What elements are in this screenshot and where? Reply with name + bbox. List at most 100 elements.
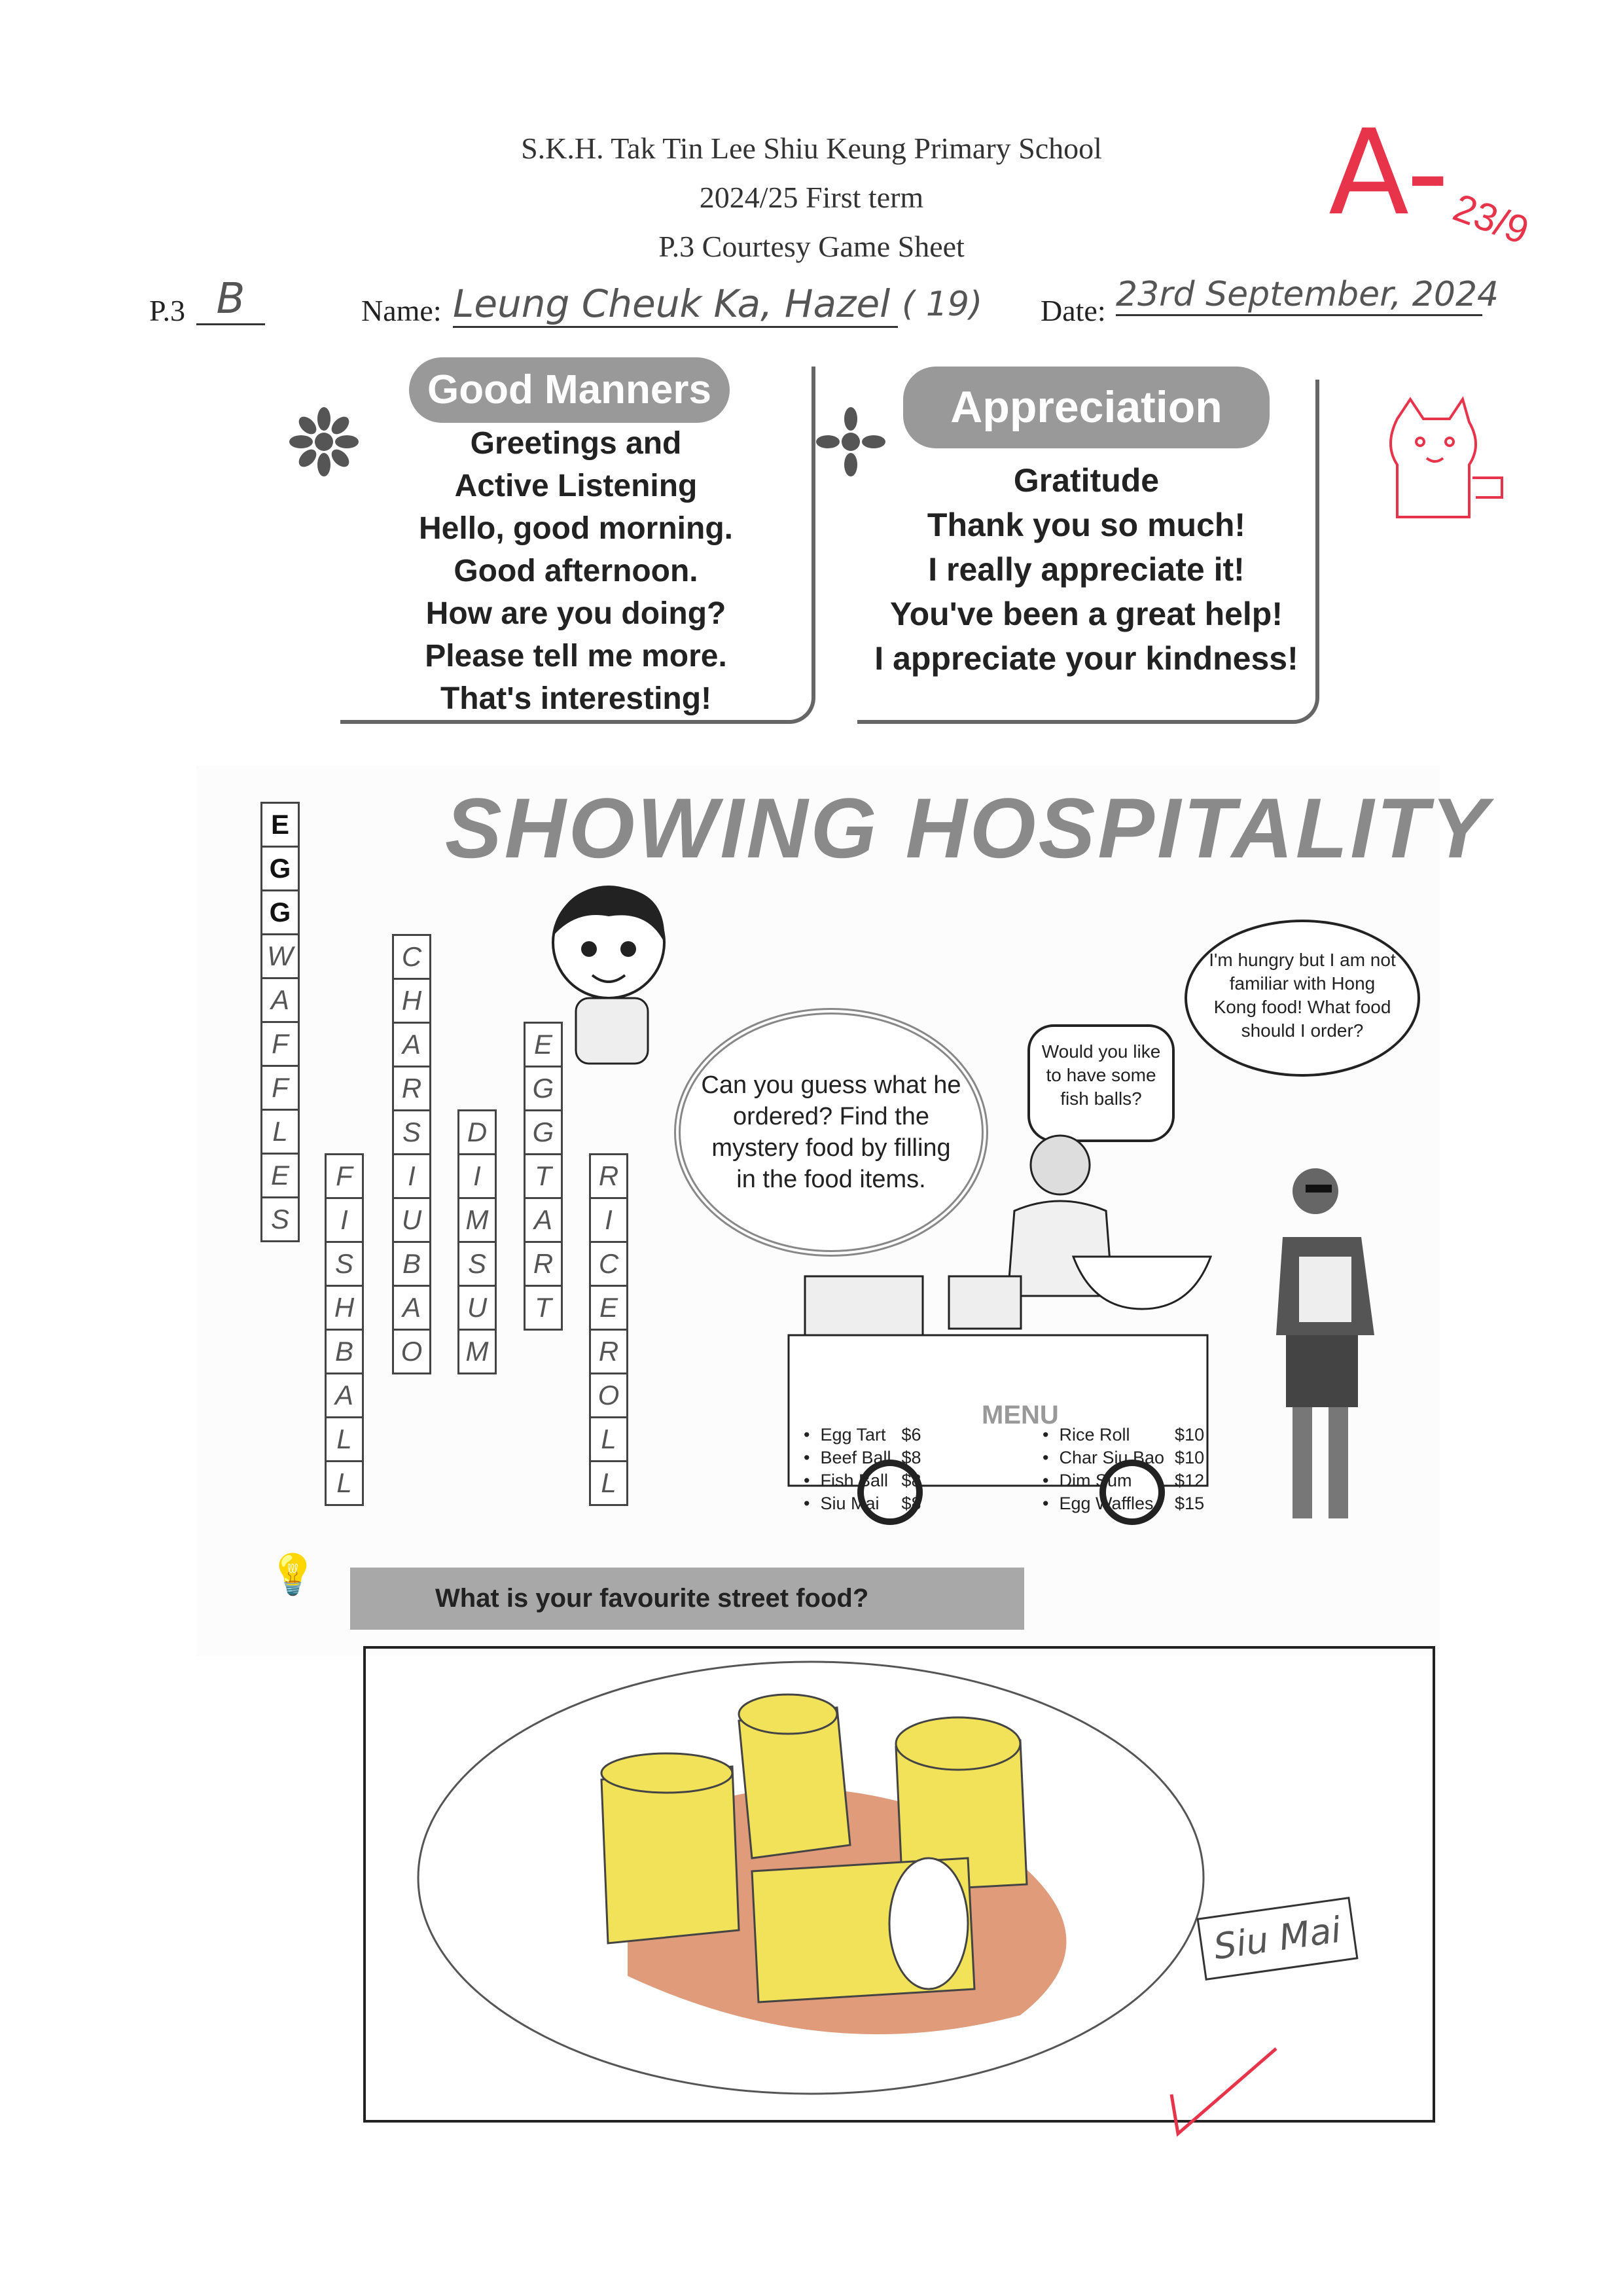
menu-item: Fish Ball — [820, 1471, 888, 1490]
vendor-speech-bubble: Would you like to have some fish balls? — [1027, 1024, 1175, 1142]
menu-item: Rice Roll — [1059, 1425, 1130, 1444]
menu-item: Char Siu Bao — [1059, 1448, 1165, 1467]
line: Greetings and — [470, 426, 682, 461]
tourist-illustration — [1276, 1168, 1374, 1518]
appreciation-card: Appreciation Gratitude Thank you so much… — [857, 367, 1319, 724]
menu-price: $8 — [901, 1448, 921, 1467]
line: Hello, good morning. — [419, 511, 733, 546]
prompt-bubble: Can you guess what he ordered? Find the … — [674, 1008, 988, 1257]
menu-row: •Dim Sum$12 — [1037, 1469, 1209, 1492]
lightbulb-icon: 💡 — [268, 1552, 317, 1596]
crossword-cell[interactable]: R — [524, 1241, 563, 1287]
crossword-cell[interactable]: I — [325, 1197, 364, 1243]
crossword-cell[interactable]: I — [457, 1153, 497, 1199]
crossword-cell[interactable]: G — [260, 846, 300, 891]
crossword-cell[interactable]: S — [392, 1109, 431, 1155]
line: Thank you so much! — [927, 507, 1246, 543]
crossword-cell[interactable]: C — [392, 934, 431, 980]
crossword-cell[interactable]: R — [392, 1066, 431, 1111]
crossword-cell[interactable]: E — [260, 802, 300, 848]
crossword-cell[interactable]: L — [260, 1109, 300, 1155]
crossword-cell[interactable]: E — [260, 1153, 300, 1198]
menu-price: $12 — [1175, 1471, 1205, 1490]
crossword-cell[interactable]: T — [524, 1285, 563, 1331]
good-manners-card: Good Manners Greetings and Active Listen… — [340, 357, 815, 724]
crossword-cell[interactable]: R — [589, 1329, 628, 1374]
class-field[interactable]: B — [196, 275, 265, 325]
crossword-cell[interactable]: A — [260, 977, 300, 1023]
sheet-title: P.3 Courtesy Game Sheet — [658, 230, 965, 263]
crossword-cell[interactable]: U — [457, 1285, 497, 1331]
crossword-cell[interactable]: F — [260, 1021, 300, 1067]
crossword-cell[interactable]: E — [524, 1022, 563, 1067]
drawing-box[interactable]: Siu Mai — [363, 1646, 1435, 2123]
crossword-cell[interactable]: G — [524, 1109, 563, 1155]
line: That's interesting! — [440, 681, 712, 716]
flower-icon — [816, 407, 885, 476]
cat-stamp-icon — [1389, 396, 1503, 518]
siu-mai-drawing — [417, 1660, 1205, 2095]
crossword-cell[interactable]: B — [392, 1241, 431, 1287]
flower-icon — [289, 407, 359, 476]
section-title: SHOWING HOSPITALITY — [445, 780, 1491, 876]
boy-illustration — [552, 886, 666, 1065]
crossword-cell[interactable]: T — [524, 1153, 563, 1199]
crossword-cell[interactable]: A — [392, 1022, 431, 1067]
crossword-cell[interactable]: B — [325, 1329, 364, 1374]
date-field[interactable]: 23rd September, 2024 — [1116, 275, 1499, 316]
menu-left: •Egg Tart$6 •Beef Ball$8 •Fish Ball$8 •S… — [798, 1424, 927, 1515]
line: You've been a great help! — [890, 596, 1283, 632]
crossword-cell[interactable]: A — [325, 1372, 364, 1418]
line: I appreciate your kindness! — [874, 640, 1298, 677]
line: I really appreciate it! — [928, 551, 1245, 588]
school-name: S.K.H. Tak Tin Lee Shiu Keung Primary Sc… — [521, 132, 1102, 165]
crossword-cell[interactable]: E — [589, 1285, 628, 1331]
name-field[interactable]: Leung Cheuk Ka, Hazel — [453, 281, 898, 328]
crossword-cell[interactable]: S — [457, 1241, 497, 1287]
date-label: Date: — [1041, 294, 1106, 327]
menu-item: Siu Mai — [820, 1494, 880, 1513]
crossword-cell[interactable]: R — [589, 1153, 628, 1199]
crossword-cell[interactable]: M — [457, 1329, 497, 1374]
class-number: ( 19) — [902, 285, 983, 324]
crossword-cell[interactable]: I — [392, 1153, 431, 1199]
crossword-cell[interactable]: W — [260, 933, 300, 979]
menu-price: $10 — [1175, 1425, 1205, 1444]
crossword-cell[interactable]: O — [392, 1329, 431, 1374]
menu-item: Dim Sum — [1059, 1471, 1132, 1490]
crossword-cell[interactable]: L — [589, 1416, 628, 1462]
crossword-cell[interactable]: G — [260, 889, 300, 935]
crossword-cell[interactable]: M — [457, 1197, 497, 1243]
name-label: Name: — [361, 294, 442, 327]
crossword-cell[interactable]: S — [260, 1196, 300, 1242]
menu-right: •Rice Roll$10 •Char Siu Bao$10 •Dim Sum$… — [1037, 1424, 1209, 1515]
menu-row: •Fish Ball$8 — [798, 1469, 927, 1492]
crossword-cell[interactable]: F — [260, 1065, 300, 1111]
line: Active Listening — [454, 469, 698, 503]
crossword-cell[interactable]: L — [325, 1416, 364, 1462]
crossword-cell[interactable]: H — [392, 978, 431, 1024]
menu-item: Egg Waffles — [1059, 1494, 1154, 1513]
crossword-cell[interactable]: A — [392, 1285, 431, 1331]
line: Please tell me more. — [425, 639, 727, 673]
crossword-cell[interactable]: I — [589, 1197, 628, 1243]
crossword-cell[interactable]: D — [457, 1109, 497, 1155]
crossword-cell[interactable]: L — [325, 1460, 364, 1506]
crossword-cell[interactable]: C — [589, 1241, 628, 1287]
crossword-cell[interactable]: O — [589, 1372, 628, 1418]
menu-title: MENU — [982, 1401, 1059, 1429]
menu-price: $10 — [1175, 1448, 1205, 1467]
crossword-cell[interactable]: U — [392, 1197, 431, 1243]
crossword-cell[interactable]: G — [524, 1066, 563, 1111]
crossword-cell[interactable]: F — [325, 1153, 364, 1199]
crossword-cell[interactable]: L — [589, 1460, 628, 1506]
crossword-cell[interactable]: S — [325, 1241, 364, 1287]
term: 2024/25 First term — [699, 181, 924, 214]
crossword-cell[interactable]: A — [524, 1197, 563, 1243]
crossword-cell[interactable]: H — [325, 1285, 364, 1331]
